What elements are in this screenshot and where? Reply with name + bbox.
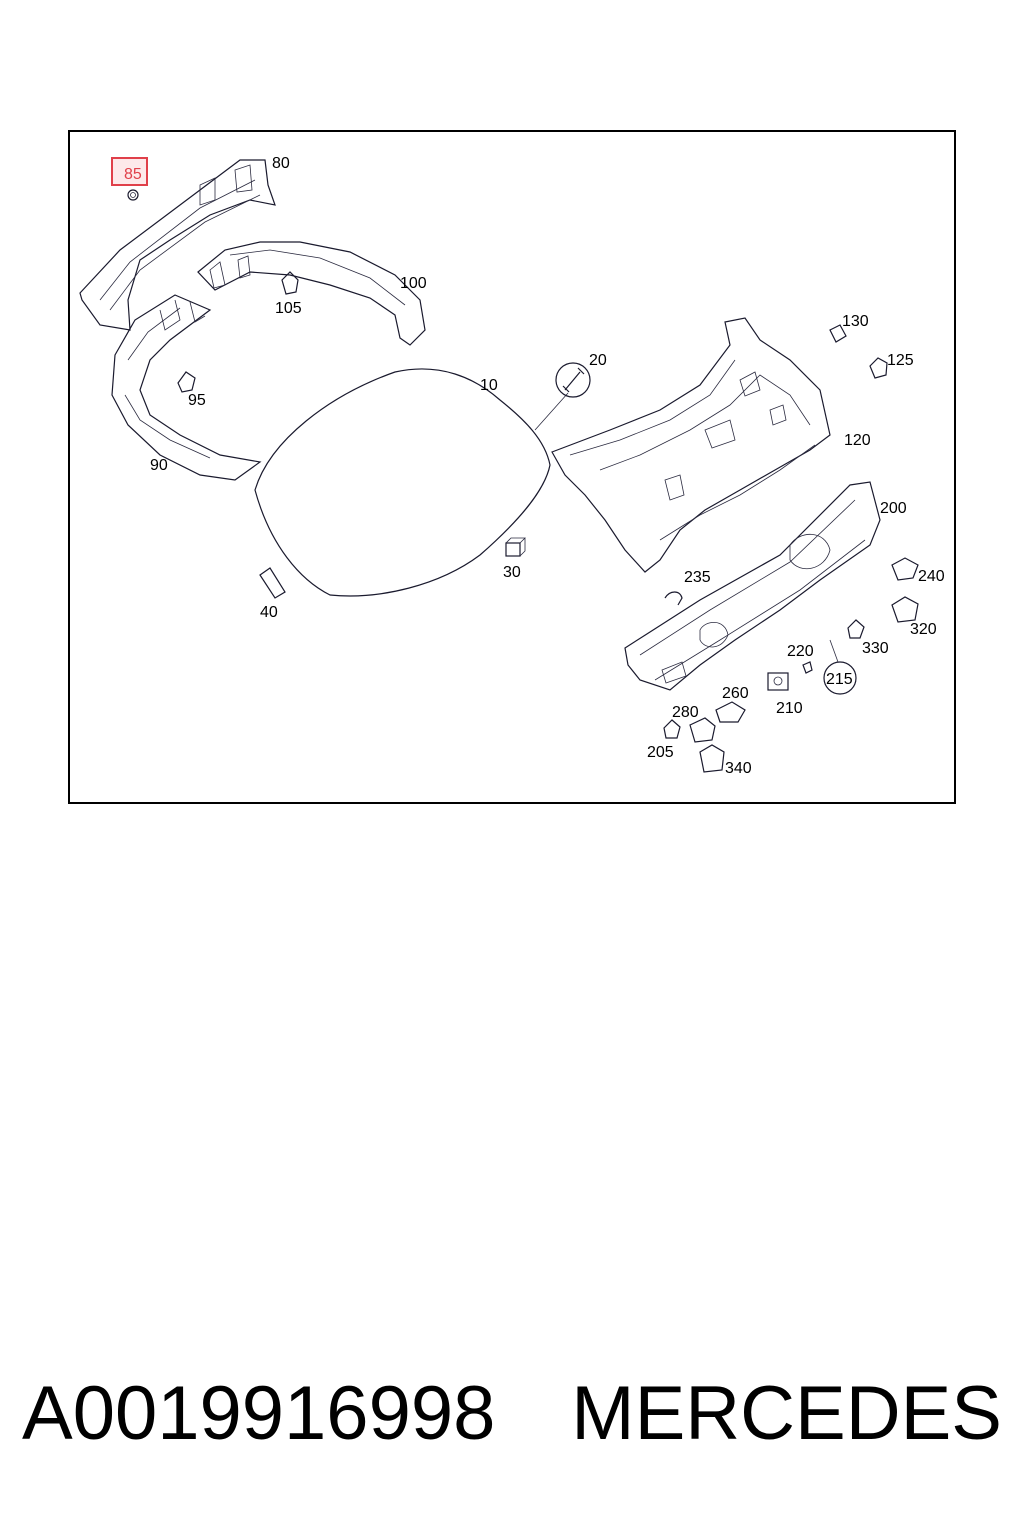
footer: A0019916998 MERCEDES — [0, 1370, 1024, 1470]
label-40: 40 — [260, 604, 278, 621]
diagram-frame — [68, 130, 956, 804]
label-235: 235 — [684, 569, 711, 586]
part-240-bracket — [891, 557, 919, 581]
part-205-clip — [663, 719, 681, 739]
label-240: 240 — [918, 568, 945, 585]
part-105-clip — [281, 271, 299, 295]
label-130: 130 — [842, 313, 869, 330]
highlight-box-85 — [111, 157, 148, 186]
part-260-bracket — [715, 701, 746, 723]
label-10: 10 — [480, 377, 498, 394]
part-30-block — [505, 537, 526, 557]
label-330: 330 — [862, 640, 889, 657]
part-220-pin — [802, 661, 813, 674]
label-210: 210 — [776, 700, 803, 717]
part-280-bracket — [689, 717, 716, 743]
part-215-circle — [823, 639, 857, 695]
part-320-bracket — [891, 596, 919, 623]
part-330-clip — [847, 619, 865, 639]
part-100-spoiler — [197, 241, 426, 346]
part-80-trim — [79, 159, 276, 331]
label-30: 30 — [503, 564, 521, 581]
label-105: 105 — [275, 300, 302, 317]
part-95-clip — [177, 371, 196, 393]
part-340-bracket — [699, 744, 725, 773]
part-90-side-frame — [111, 294, 262, 481]
part-200-lower-trim — [624, 481, 881, 691]
label-100: 100 — [400, 275, 427, 292]
part-125-clip — [869, 357, 888, 379]
label-20: 20 — [589, 352, 607, 369]
part-130-clip — [829, 324, 847, 343]
label-200: 200 — [880, 500, 907, 517]
part-235-hook — [664, 591, 683, 606]
label-95: 95 — [188, 392, 206, 409]
label-80: 80 — [272, 155, 290, 172]
label-215: 215 — [826, 671, 853, 688]
label-320: 320 — [910, 621, 937, 638]
brand-name: MERCEDES — [571, 1371, 1002, 1456]
label-280: 280 — [672, 704, 699, 721]
part-85-clip — [127, 189, 139, 201]
part-number: A0019916998 — [22, 1371, 496, 1456]
label-220: 220 — [787, 643, 814, 660]
part-210-sensor — [767, 672, 789, 691]
label-340: 340 — [725, 760, 752, 777]
label-120: 120 — [844, 432, 871, 449]
part-20-wrench-symbol — [555, 362, 591, 398]
label-85: 85 — [124, 166, 142, 183]
label-260: 260 — [722, 685, 749, 702]
label-125: 125 — [887, 352, 914, 369]
part-120-inner-panel — [551, 317, 831, 573]
label-90: 90 — [150, 457, 168, 474]
part-10-rear-glass — [254, 368, 569, 597]
part-40-strip — [259, 567, 286, 599]
label-205: 205 — [647, 744, 674, 761]
